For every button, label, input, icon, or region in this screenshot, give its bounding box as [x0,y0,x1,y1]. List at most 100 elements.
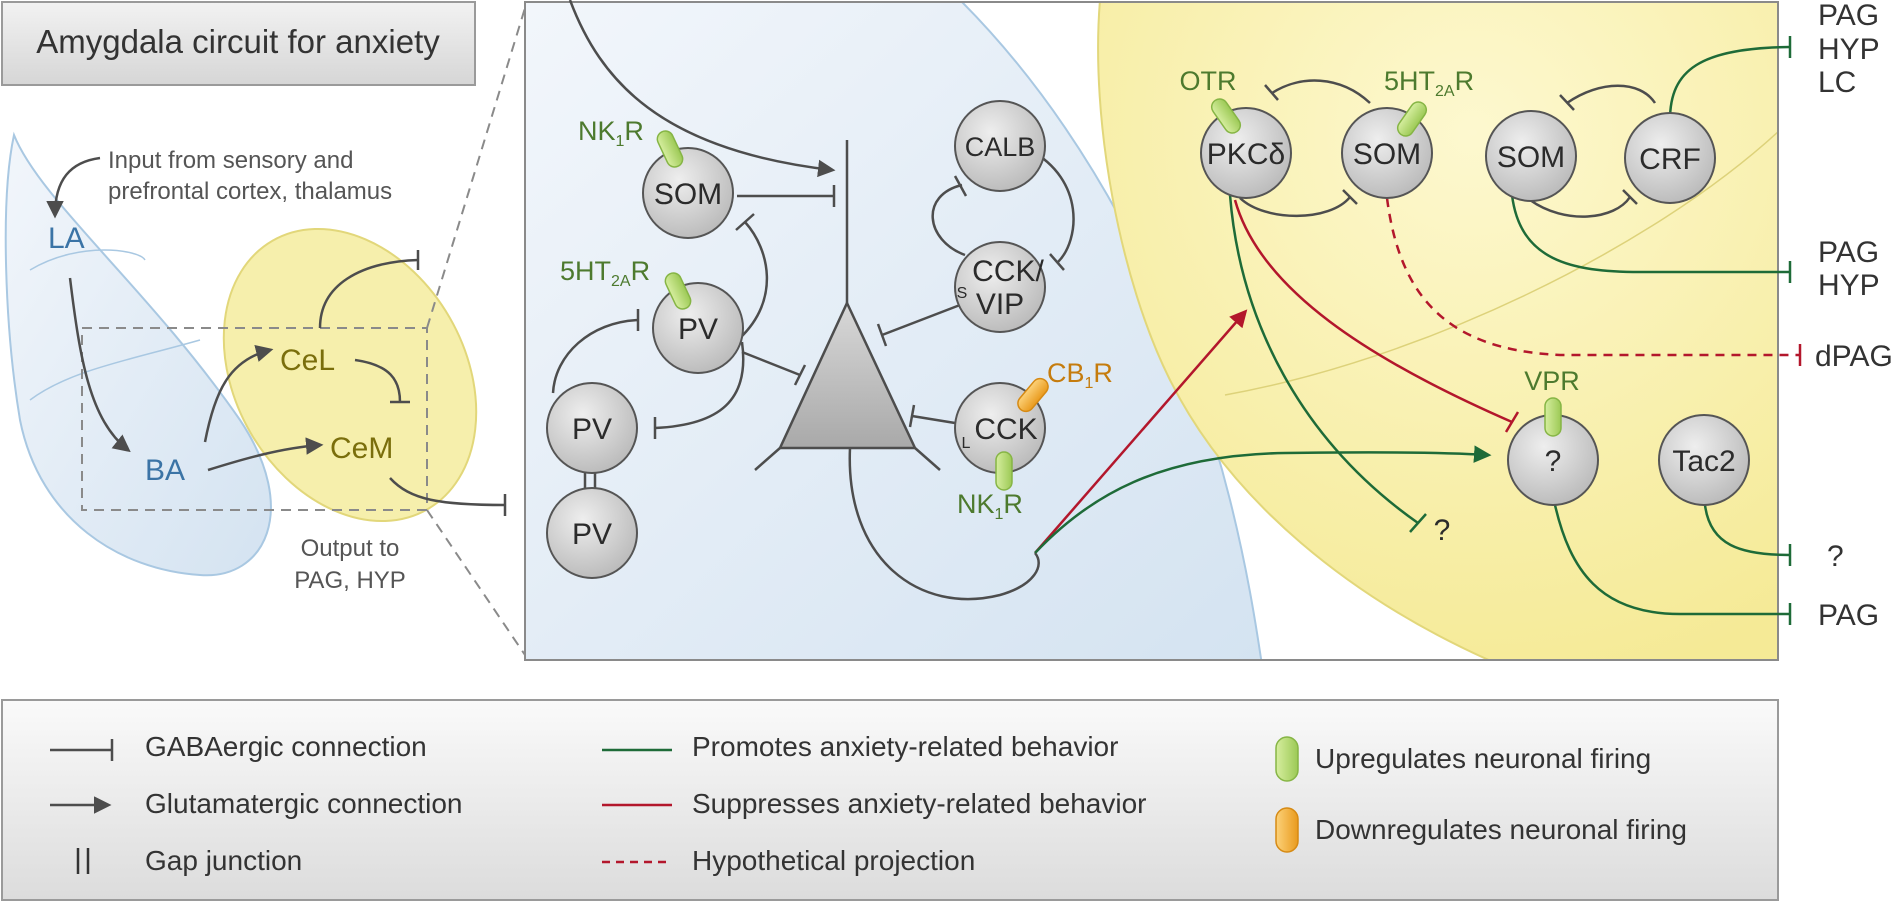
receptor-5ht2ar-pv [664,272,692,310]
cell-cck-vip: CCK/ VIP S [954,241,1046,333]
ce-microcircuit: PKCδ SOM SOM CRF ? Tac2 OTR 5HT2AR [1034,36,1802,625]
cell-unknown: ? [1507,414,1599,506]
cell-pkcd-label: PKCδ [1207,138,1285,171]
input-label-line1: Input from sensory and [108,147,353,174]
zoom-box [81,327,428,511]
bla-microcircuit: SOM PV PV PV CALB CCK/ VIP S CCK L [546,0,1113,601]
cell-pkcd: PKCδ [1200,107,1292,199]
ce-divider [1224,130,1778,396]
cem-output [389,477,506,507]
legend-gap-label: Gap junction [145,845,302,876]
output-mid-1: PAG [1818,236,1879,269]
label-5ht2ar-ce: 5HT2AR [1384,66,1474,100]
cel-label: CeL [280,344,335,377]
legend-up-label: Upregulates neuronal firing [1315,743,1651,774]
label-otr: OTR [1180,66,1237,96]
receptor-nk1r-som [656,130,684,168]
output-label-line1: Output to [301,535,400,562]
svg-text:NK1R: NK1R [578,116,644,150]
cel-inhibit-out [318,258,419,329]
input-arrow-dendrite [568,0,836,178]
cell-calb: CALB [954,100,1046,192]
bla-region [4,131,272,577]
zoom-line-top [426,7,526,329]
bla-subdivision-line [29,249,201,401]
legend-promotes: Promotes anxiety-related behavior [602,731,1118,762]
pkcd-to-q-green [1228,194,1419,525]
legend-gaba-label: GABAergic connection [145,731,427,762]
cell-crf-label: CRF [1639,143,1701,176]
title-box: Amygdala circuit for anxiety [1,1,476,86]
legend-down-label: Downregulates neuronal firing [1315,814,1687,845]
output-top-2: HYP [1818,33,1880,66]
page-title: Amygdala circuit for anxiety [36,23,440,60]
receptor-nk1r-cck [995,451,1013,491]
cell-som-bla-label: SOM [654,178,722,211]
cell-som-ce1-label: SOM [1353,138,1421,171]
cell-pv-middle: PV [546,382,638,474]
cell-cck-vip-label1: CCK/ [972,255,1044,288]
som2-to-mid-output [1510,194,1790,274]
legend-hypothetical-label: Hypothetical projection [692,845,975,876]
receptor-vpr [1544,397,1562,437]
receptor-cb1r [1017,377,1049,413]
legend-suppresses: Suppresses anxiety-related behavior [602,788,1146,819]
tac2-to-q-output [1703,504,1791,557]
output-question: ? [1827,540,1844,573]
cell-pv-middle-label: PV [572,413,612,446]
legend-glut: Glutamatergic connection [50,788,463,819]
ba-to-cem-arrow [207,437,324,472]
pkcd-to-vpr-red [1233,199,1513,424]
cem-label: CeM [330,432,393,465]
zoom-line-bottom [426,509,526,656]
legend-down: Downregulates neuronal firing [1275,807,1687,853]
input-label-line2: prefrontal cortex, thalamus [108,178,392,205]
label-nk1r-cck: NK1R [957,489,1023,523]
la-label: LA [48,222,85,255]
bla-to-vpr-green [1034,445,1492,554]
cell-tac2-label: Tac2 [1672,445,1735,478]
svg-text:NK1R: NK1R [957,489,1023,523]
bla-to-pkcd-red [1034,309,1248,554]
s-tag: S [957,285,968,302]
som-to-dpag-dashed [1385,197,1800,357]
pyramidal-axon [848,447,1040,601]
cel-inhibit-cem [354,358,402,403]
legend-suppresses-label: Suppresses anxiety-related behavior [692,788,1146,819]
pkcd-target-question: ? [1434,514,1451,547]
cell-pv-lower-label: PV [572,518,612,551]
cell-tac2: Tac2 [1658,414,1750,506]
cell-pv-upper-label: PV [678,313,718,346]
output-dpag: dPAG [1815,340,1893,373]
amygdala-overview: Input from sensory and prefrontal cortex… [4,7,526,656]
receptor-5ht2ar-ce [1396,101,1428,137]
legend-hypothetical: Hypothetical projection [602,845,975,876]
svg-text:5HT2AR: 5HT2AR [1384,66,1474,100]
label-nk1r-som: NK1R [578,116,644,150]
cell-cck-label: CCK [974,413,1037,446]
cell-crf: CRF [1624,112,1716,204]
ba-to-cel-arrow [203,344,274,443]
pyramidal-neuron [778,300,917,450]
cell-unknown-label: ? [1545,445,1562,478]
input-arrow [46,156,101,219]
la-to-ba-arrow [68,277,131,453]
output-mid-2: HYP [1818,269,1880,302]
receptor-otr [1210,98,1242,134]
legend-promotes-label: Promotes anxiety-related behavior [692,731,1118,762]
cell-cck-vip-label2: VIP [976,288,1024,321]
output-top-1: PAG [1818,0,1879,32]
cell-calb-label: CALB [965,132,1036,162]
ce-region [222,227,478,523]
crf-to-top-output [1668,45,1791,121]
legend: GABAergic connection Glutamatergic conne… [1,699,1779,901]
legend-gaba: GABAergic connection [50,731,427,762]
cell-pv-lower: PV [546,487,638,579]
label-vpr: VPR [1524,366,1580,396]
legend-up: Upregulates neuronal firing [1275,736,1651,782]
cell-som-bla: SOM [642,147,734,239]
output-label-line2: PAG, HYP [294,567,406,594]
ba-label: BA [145,454,185,487]
cell-pv-upper: PV [652,282,744,374]
